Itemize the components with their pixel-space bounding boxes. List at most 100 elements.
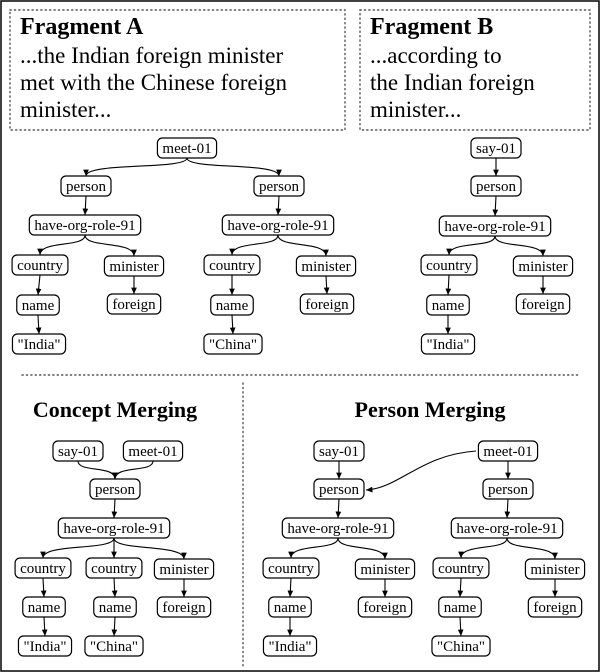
node-box <box>93 596 137 618</box>
node-label: foreign <box>112 297 156 313</box>
node-label: minister <box>159 562 208 578</box>
person-merging-node-say: say-01 <box>313 440 365 462</box>
person-merging-node-name2: name <box>438 596 482 618</box>
node-label: "India" <box>17 337 60 353</box>
node-label: name <box>28 600 61 616</box>
node-box <box>60 175 112 197</box>
frag-b-node-hor: have-org-role-91 <box>438 215 552 237</box>
node-label: country <box>209 258 255 274</box>
node-box <box>281 517 395 539</box>
node-label: minister <box>109 259 158 275</box>
edges-layer <box>35 157 558 637</box>
frag-a-node-hor2: have-org-role-91 <box>221 214 335 236</box>
node-box <box>22 596 66 618</box>
node-box <box>438 215 552 237</box>
edge-meet-to-person1 <box>365 450 477 493</box>
node-box <box>527 596 583 618</box>
edge-hor1-to-minister1 <box>337 537 388 560</box>
person-merging-node-foreign1: foreign <box>357 596 413 618</box>
edge-hor1-to-country1 <box>288 537 339 559</box>
node-box <box>103 255 165 277</box>
edge-name1-to-india <box>41 616 48 637</box>
edge-name2-to-china <box>457 616 464 637</box>
node-label: meet-01 <box>483 444 532 460</box>
node-label: "India" <box>268 639 311 655</box>
person-merging-node-minister1: minister <box>354 558 416 580</box>
person-merging-node-person2: person <box>482 478 534 500</box>
node-label: have-org-role-91 <box>34 218 135 234</box>
edge-person-to-hor <box>111 498 118 519</box>
person-merging-node-hor2: have-org-role-91 <box>450 517 564 539</box>
node-box <box>28 214 142 236</box>
node-box <box>477 440 539 462</box>
node-box <box>262 557 320 579</box>
edge-country2-to-name2 <box>111 577 118 598</box>
node-label: country <box>91 561 137 577</box>
node-box <box>357 596 413 618</box>
fragment-a-title: Fragment A <box>20 14 144 40</box>
node-box <box>156 137 218 159</box>
edge-meet-to-person2 <box>186 157 282 177</box>
person-merging-node-country1: country <box>262 557 320 579</box>
node-box <box>89 478 141 500</box>
edge-hor2-to-minister2 <box>277 234 329 257</box>
node-label: person <box>66 179 106 195</box>
node-box <box>450 517 564 539</box>
frag-a-node-name2: name <box>210 294 254 316</box>
node-label: country <box>426 258 472 274</box>
edge-country1-to-name1 <box>35 274 42 296</box>
frag-a-node-name1: name <box>16 294 60 316</box>
node-label: person <box>95 482 135 498</box>
edge-meet-to-person <box>112 460 154 480</box>
concept-merging-node-hor: have-org-role-91 <box>57 517 171 539</box>
node-label: minister <box>301 259 350 275</box>
node-label: person <box>259 179 299 195</box>
node-box <box>203 254 261 276</box>
node-box <box>221 214 335 236</box>
node-label: meet-01 <box>128 444 177 460</box>
node-label: name <box>432 298 465 314</box>
node-label: foreign <box>521 297 565 313</box>
concept-merging-node-say: say-01 <box>52 440 104 462</box>
node-label: person <box>319 482 359 498</box>
edge-hor-to-country <box>446 235 496 256</box>
node-box <box>470 175 522 197</box>
node-box <box>431 635 491 657</box>
frag-a-node-meet: meet-01 <box>156 137 218 159</box>
concept-merging-node-name1: name <box>22 596 66 618</box>
node-label: name <box>99 600 132 616</box>
edge-hor-to-minister <box>113 537 187 560</box>
edge-hor-to-country1 <box>40 537 115 559</box>
node-label: name <box>444 600 477 616</box>
edge-country-to-name <box>445 274 452 296</box>
frag-a-node-person2: person <box>253 175 305 197</box>
person-merging-node-hor1: have-org-role-91 <box>281 517 395 539</box>
person-merging-node-person1: person <box>313 478 365 500</box>
edge-hor2-to-country2 <box>229 234 279 256</box>
node-box <box>153 558 215 580</box>
concept-merging-title: Concept Merging <box>33 397 197 422</box>
node-box <box>354 558 416 580</box>
concept-merging-node-india: "India" <box>17 635 73 657</box>
frag-a-node-country2: country <box>203 254 261 276</box>
node-box <box>438 596 482 618</box>
node-label: have-org-role-91 <box>444 219 545 235</box>
frag-b-node-name: name <box>426 294 470 316</box>
edge-hor-to-minister <box>494 235 546 257</box>
node-box <box>295 255 357 277</box>
edge-person2-to-hor2 <box>275 195 282 216</box>
node-label: country <box>438 561 484 577</box>
fragment-b-box <box>359 9 591 131</box>
fragment-a-line-1: ...the Indian foreign minister <box>20 43 283 68</box>
node-label: have-org-role-91 <box>287 521 388 537</box>
node-label: minister <box>360 562 409 578</box>
node-label: country <box>17 258 63 274</box>
node-box <box>313 440 365 462</box>
node-box <box>262 635 318 657</box>
node-box <box>432 557 490 579</box>
node-box <box>210 294 254 316</box>
node-label: "India" <box>426 337 469 353</box>
node-box <box>482 478 534 500</box>
fragment-b-line-3: minister... <box>370 97 461 122</box>
